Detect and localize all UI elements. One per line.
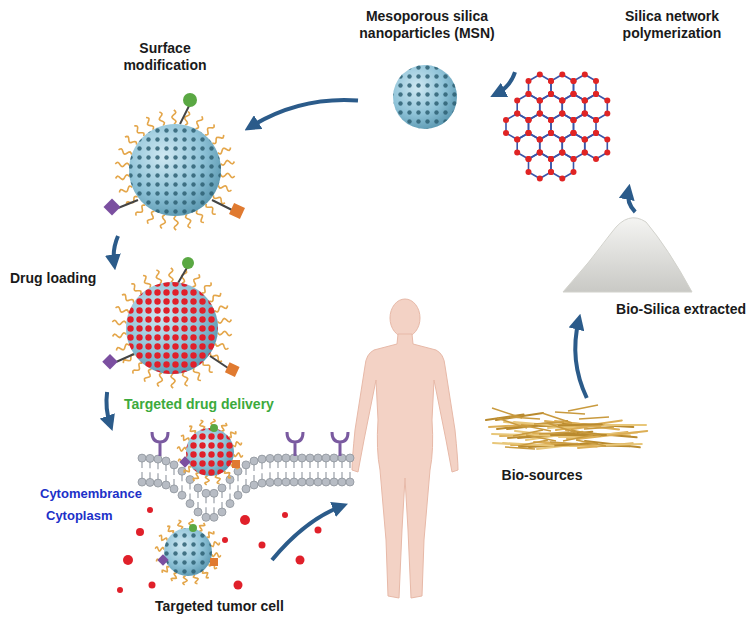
loading-stage: Drug loading xyxy=(8,264,244,392)
polymerization-stage: Silica network polymerization xyxy=(515,6,742,190)
flow-arrow xyxy=(575,320,587,398)
flow-arrow xyxy=(106,392,110,425)
flow-arrow xyxy=(628,190,635,212)
cell-part-label: Cytomembrance xyxy=(40,486,142,501)
flow-arrow xyxy=(496,72,515,94)
stage-label: Surface modification xyxy=(100,40,230,74)
silica-powder xyxy=(563,218,692,292)
msn-stage: Mesoporous silica nanoparticles (MSN) xyxy=(358,6,496,132)
stage-label: Silica network polymerization xyxy=(604,8,740,42)
stage-label: Mesoporous silica nanoparticles (MSN) xyxy=(358,8,496,42)
surface-ligands xyxy=(112,268,231,388)
particle-released xyxy=(157,524,218,576)
surface-ligands xyxy=(155,419,243,585)
extraction-stage: Bio-Silica extracted xyxy=(560,212,748,320)
msn-sphere xyxy=(393,65,457,129)
modified-sphere xyxy=(104,93,245,219)
drug-loaded-sphere xyxy=(102,257,239,377)
surface-ligands xyxy=(115,110,234,230)
modification-stage: Surface modification xyxy=(100,38,250,236)
stage-label: Bio-sources xyxy=(478,467,606,484)
stage-label: Drug loading xyxy=(10,270,96,287)
stage-label: Targeted tumor cell xyxy=(155,598,284,615)
flow-arrow xyxy=(272,506,342,560)
particle-entering xyxy=(179,424,240,476)
silica-network xyxy=(503,72,610,182)
receptors xyxy=(152,432,348,456)
human-body xyxy=(352,299,458,598)
cell-membrane xyxy=(138,454,354,521)
stage-label: Bio-Silica extracted xyxy=(616,301,746,318)
edge-label: Targeted drug delivery xyxy=(122,396,276,412)
source-stage: Bio-sources xyxy=(478,398,606,486)
flow-arrow xyxy=(114,236,118,264)
cell-part-label: Cytoplasm xyxy=(46,508,112,523)
released-drug xyxy=(117,507,322,593)
flow-arrow xyxy=(250,100,358,127)
straw-pile xyxy=(486,405,647,449)
